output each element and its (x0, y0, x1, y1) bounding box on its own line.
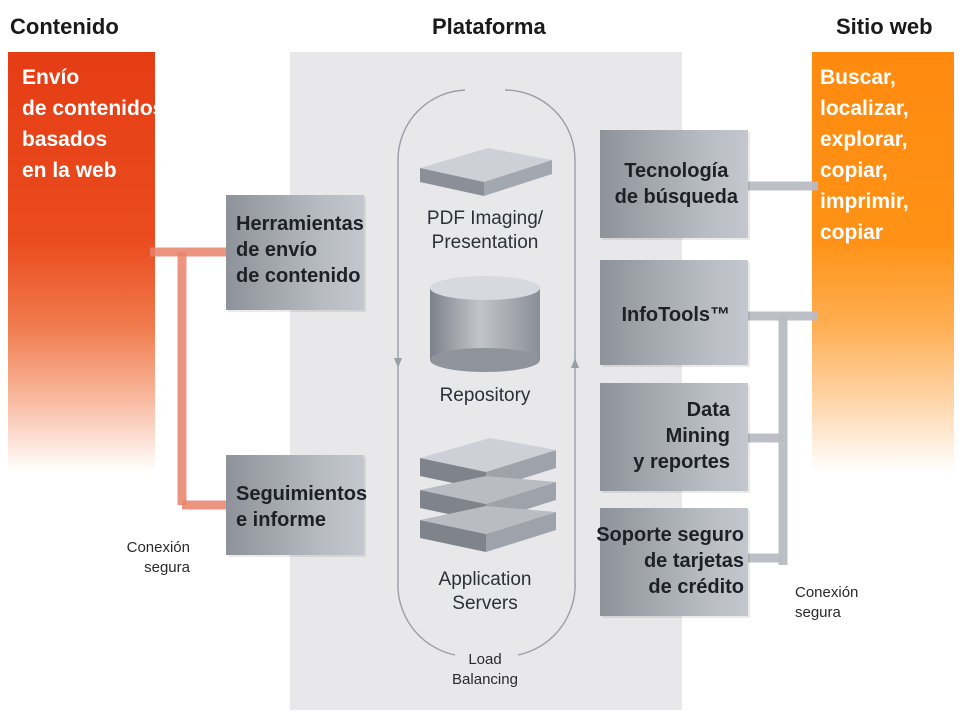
label-line: Load (468, 651, 502, 668)
loop-arrow-down (394, 358, 402, 368)
label-line: Balancing (452, 671, 518, 688)
secure-connection-left-label: Conexión segura (110, 538, 190, 578)
pdf-slab-icon (420, 148, 552, 196)
label-line: Servers (452, 593, 518, 614)
repository-cylinder-icon (430, 276, 540, 372)
box-line: de envío (236, 239, 318, 261)
server-stack-icon (420, 438, 556, 552)
box-line: Herramientas (236, 213, 364, 235)
box-line: Seguimientos (236, 483, 368, 505)
website-column-text: Buscar, localizar, explorar, copiar, imp… (820, 62, 909, 248)
repository-label: Repository (439, 385, 531, 406)
heading-content: Contenido (10, 14, 119, 39)
loop-arrow-up (571, 358, 579, 368)
box-line: Tecnología (624, 160, 729, 182)
box-line: Mining (665, 425, 730, 447)
website-line: localizar, (820, 97, 909, 120)
data-mining-box: Data Mining y reportes (600, 383, 748, 491)
content-line: de contenidos (22, 97, 165, 120)
website-line: imprimir, (820, 190, 909, 213)
label-line: segura (795, 604, 841, 621)
label-line: Conexión (795, 584, 859, 601)
content-line: basados (22, 128, 108, 151)
search-technology-box: Tecnología de búsqueda (600, 130, 748, 238)
label-line: PDF Imaging/ (426, 208, 544, 229)
content-line: en la web (22, 159, 117, 182)
box-line: de crédito (648, 576, 744, 598)
box-line: InfoTools™ (621, 304, 731, 326)
tracking-box: Seguimientos e informe (226, 455, 368, 555)
heading-platform: Plataforma (432, 14, 546, 39)
box-line: de búsqueda (614, 186, 738, 208)
heading-website: Sitio web (836, 14, 933, 39)
box-line: de tarjetas (643, 550, 744, 572)
load-balancing-label: Load Balancing (430, 650, 540, 690)
secure-payment-box: Soporte seguro de tarjetas de crédito (596, 508, 748, 616)
website-line: explorar, (820, 128, 908, 151)
label-line: segura (144, 559, 190, 576)
box-line: de contenido (236, 265, 361, 287)
website-column (812, 52, 954, 472)
website-line: copiar (820, 221, 884, 244)
box-line: y reportes (633, 451, 730, 473)
box-line: Data (686, 399, 730, 421)
infotools-box: InfoTools™ (600, 260, 748, 365)
content-tools-box: Herramientas de envío de contenido (226, 195, 364, 310)
website-line: Buscar, (820, 66, 896, 89)
website-line: copiar, (820, 159, 888, 182)
secure-connection-right-label: Conexión segura (795, 583, 858, 623)
content-column-text: Envío de contenidos basados en la web (22, 62, 164, 186)
box-line: e informe (236, 509, 327, 531)
application-servers-label: Application Servers (405, 568, 565, 616)
box-line: Soporte seguro (596, 524, 744, 546)
platform-loop-left (397, 89, 466, 656)
pdf-imaging-label: PDF Imaging/ Presentation (405, 207, 565, 255)
label-line: Presentation (431, 232, 539, 253)
label-line: Conexión (126, 539, 190, 556)
label-line: Application (438, 569, 532, 590)
platform-loop-right (504, 89, 576, 656)
content-line: Envío (22, 66, 80, 89)
content-column (8, 52, 155, 472)
